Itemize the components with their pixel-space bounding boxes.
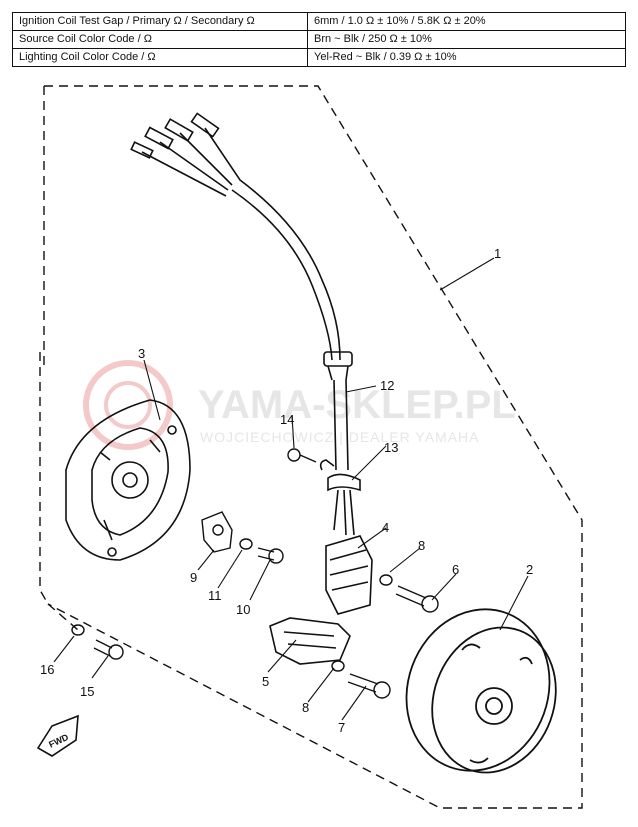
- pickup-coil: [201, 511, 233, 553]
- bolt-15: [93, 639, 124, 660]
- callout-numbers: 1 2 3 4 5 6 7 8 8 9 10 11 12 13 14 15 16: [40, 246, 533, 735]
- callout-2: 2: [526, 562, 533, 577]
- watermark-logo-icon: [83, 360, 173, 450]
- callout-15: 15: [80, 684, 94, 699]
- watermark-sub: WOJCIECHOWICZ | DEALER YAMAHA: [200, 429, 479, 445]
- callout-11: 11: [208, 588, 222, 603]
- wire-harness: [130, 112, 361, 536]
- stator-plate: [65, 399, 191, 561]
- bolt-10: [257, 547, 284, 564]
- callout-13: 13: [384, 440, 398, 455]
- connector-4: [130, 141, 154, 159]
- flywheel-rotor: [405, 608, 557, 774]
- bolt-6: [395, 585, 439, 613]
- lighting-coil: [325, 535, 373, 615]
- spec-value: Yel-Red ~ Blk / 0.39 Ω ± 10%: [307, 48, 626, 67]
- wire-clamp: [327, 473, 361, 492]
- washer-8-upper: [379, 574, 393, 586]
- callout-16: 16: [40, 662, 54, 677]
- washer-16: [71, 624, 85, 636]
- callout-10: 10: [236, 602, 250, 617]
- callout-4: 4: [382, 520, 389, 535]
- callout-7: 7: [338, 720, 345, 735]
- source-coil: [269, 617, 351, 665]
- connector-1: [190, 112, 220, 138]
- callout-8-upper: 8: [418, 538, 425, 553]
- callout-6: 6: [452, 562, 459, 577]
- callout-3: 3: [138, 346, 145, 361]
- callout-1: 1: [494, 246, 501, 261]
- fwd-arrow-icon: FWD: [36, 714, 79, 757]
- watermark: YAMA-SKLEP.PL WOJCIECHOWICZ | DEALER YAM…: [83, 360, 516, 450]
- callout-5: 5: [262, 674, 269, 689]
- callout-8-lower: 8: [302, 700, 309, 715]
- callout-12: 12: [380, 378, 394, 393]
- washer-8-lower: [331, 660, 345, 672]
- spec-label: Lighting Coil Color Code / Ω: [12, 48, 308, 67]
- connector-2: [164, 118, 194, 142]
- fwd-label: FWD: [47, 732, 70, 750]
- washer-11: [239, 538, 253, 550]
- leader-lines: [53, 257, 529, 721]
- callout-9: 9: [190, 570, 197, 585]
- screw-14: [287, 448, 317, 463]
- bolt-7: [347, 673, 391, 699]
- callout-14: 14: [280, 412, 294, 427]
- spec-row-lighting-coil: Lighting Coil Color Code / Ω Yel-Red ~ B…: [12, 48, 626, 67]
- assembly-boundary: [39, 85, 583, 809]
- grommet: [323, 351, 353, 367]
- spec-table: Ignition Coil Test Gap / Primary Ω / Sec…: [12, 12, 626, 67]
- connector-3: [144, 126, 174, 150]
